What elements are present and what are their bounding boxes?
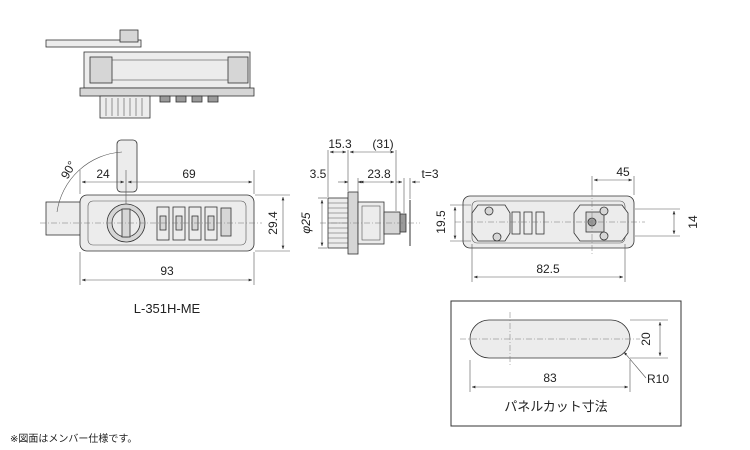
dim-82-5: 82.5 [536, 262, 560, 276]
dim-23-8: 23.8 [367, 167, 391, 181]
back-screw-tr [599, 206, 609, 216]
dim-24: 24 [96, 167, 110, 181]
dim-31: (31) [372, 137, 393, 151]
top-cam-hub [119, 29, 139, 43]
dim-angle-90: 90° [58, 158, 79, 181]
dim-45: 45 [616, 165, 630, 179]
dim-t3: t=3 [421, 167, 438, 181]
dim-phi25: φ25 [299, 212, 313, 234]
dim-29-4: 29.4 [266, 211, 280, 235]
top-inner-plate [111, 59, 229, 81]
footnote: ※図面はメンバー仕様です。 [10, 432, 137, 445]
front-dimensions: 24 69 93 29.4 90° [58, 158, 290, 285]
panel-cutout-box: 20 83 R10 パネルカット寸法 [450, 300, 682, 427]
dim-20: 20 [639, 332, 653, 346]
top-cam-bar [45, 39, 142, 48]
front-view [40, 139, 262, 252]
dim-3-5: 3.5 [310, 167, 327, 181]
dim-19-5: 19.5 [434, 210, 448, 234]
top-knob-ribs [105, 98, 143, 116]
back-view [455, 190, 645, 255]
top-knob [99, 95, 151, 119]
dim-r10: R10 [647, 372, 669, 386]
top-dial-tabs [159, 95, 219, 103]
side-view [320, 191, 420, 255]
back-dimensions: 45 19.5 14 82.5 [434, 165, 700, 282]
back-screw-tl [484, 206, 494, 216]
dim-93: 93 [160, 264, 174, 278]
back-screw-br [599, 231, 609, 241]
dim-69: 69 [182, 167, 196, 181]
panel-cut-label: パネルカット寸法 [504, 399, 608, 414]
angle-arc [56, 151, 123, 213]
front-dials [156, 206, 218, 241]
back-slots [511, 211, 545, 235]
dim-15-3: 15.3 [328, 137, 352, 151]
back-screw-bl [492, 232, 502, 242]
top-view [45, 29, 255, 119]
model-label: L-351H-ME [134, 301, 201, 316]
side-dimensions: 15.3 (31) 3.5 23.8 t=3 φ25 [299, 137, 439, 249]
back-left-boss [471, 204, 511, 242]
dim-14: 14 [686, 215, 700, 229]
front-indicator [220, 207, 232, 237]
dim-83: 83 [543, 371, 557, 385]
top-flange [79, 87, 255, 97]
front-cam-vertical [116, 139, 138, 193]
panel-frame [450, 300, 682, 427]
top-left-clip [89, 56, 113, 84]
top-right-clip [227, 56, 249, 84]
